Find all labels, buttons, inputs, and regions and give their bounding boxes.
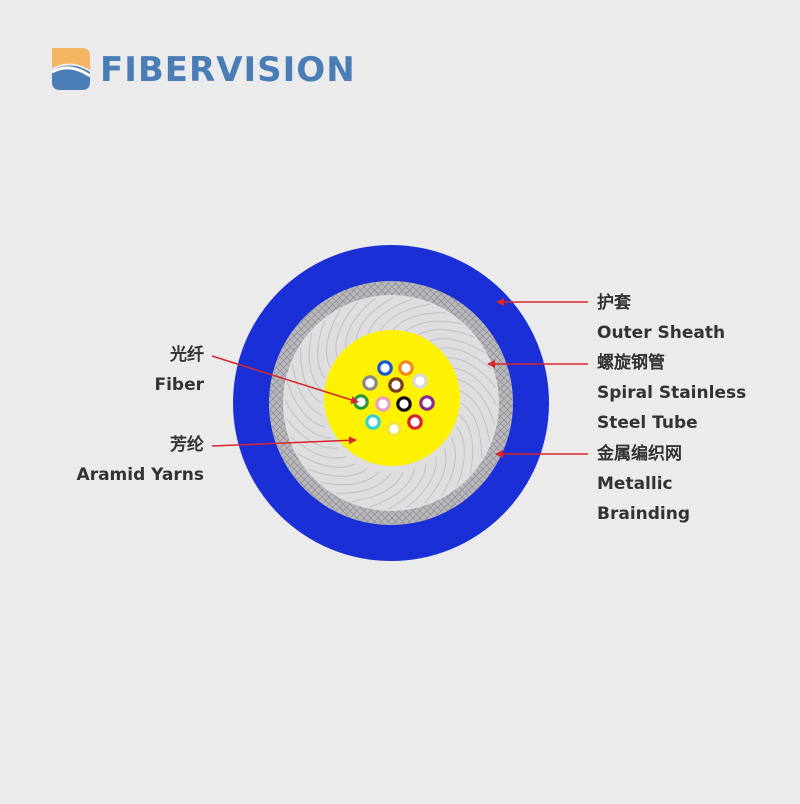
spiral-line — [317, 319, 326, 380]
optical-fiber — [365, 414, 381, 430]
spiral-line — [456, 378, 496, 425]
spiral-line — [424, 447, 447, 504]
logo-icon — [51, 48, 91, 90]
optical-fiber — [362, 375, 378, 391]
spiral-line — [402, 320, 462, 335]
spiral-line — [300, 347, 322, 404]
sheath-label-en: Outer Sheath — [597, 323, 726, 343]
spiral-line — [459, 390, 491, 442]
spiral-line — [320, 471, 380, 486]
braid-label-en-2: Brainding — [597, 504, 691, 524]
spiral-line — [441, 437, 457, 497]
spiral-line — [406, 456, 437, 509]
spiral-line — [369, 468, 416, 508]
optical-fiber — [375, 396, 391, 412]
spiral-label-en-2: Steel Tube — [597, 413, 698, 433]
spiral-line — [456, 426, 465, 487]
spiral-line — [325, 309, 341, 369]
optical-fiber — [419, 395, 435, 411]
optical-fiber — [388, 377, 404, 393]
optical-fiber — [386, 421, 402, 437]
braid-label-cn: 金属编织网 — [597, 444, 682, 464]
spiral-line — [451, 367, 498, 407]
spiral-line — [355, 296, 395, 343]
spiral-line — [290, 436, 347, 459]
fiber-label-en: Fiber — [154, 375, 204, 395]
spiral-label-en-1: Spiral Stainless — [597, 383, 747, 403]
spiral-line — [286, 381, 326, 428]
spiral-line — [307, 468, 368, 477]
aramid-label-en: Aramid Yarns — [76, 465, 204, 485]
optical-fiber — [396, 396, 412, 412]
aramid-arrow — [211, 436, 357, 447]
aramid-yarns-core — [324, 330, 460, 466]
optical-fiber — [407, 414, 423, 430]
spiral-line — [284, 399, 331, 439]
spiral-line — [345, 297, 376, 350]
sheath-label-cn: 护套 — [597, 293, 631, 313]
spiral-line — [378, 303, 430, 335]
spiral-line — [459, 414, 474, 474]
spiral-line — [414, 329, 475, 338]
aramid-label-cn: 芳纶 — [170, 435, 204, 455]
logo-wordmark: FIBERVISION — [100, 50, 356, 90]
spiral-line — [352, 471, 404, 503]
optical-fiber — [398, 360, 414, 376]
spiral-line — [444, 357, 497, 388]
fiber-arrow — [211, 355, 359, 404]
spiral-line — [308, 332, 323, 392]
fiber-bundle — [353, 360, 435, 437]
spiral-line — [435, 347, 492, 370]
optical-fiber — [412, 373, 428, 389]
spiral-line — [425, 337, 485, 353]
spiral-line — [366, 298, 413, 338]
spiral-line — [335, 472, 392, 494]
spiral-lines — [284, 296, 498, 510]
spiral-line — [390, 312, 447, 334]
spiral-line — [335, 302, 358, 359]
spiral-label-cn: 螺旋钢管 — [597, 353, 665, 373]
spiral-line — [291, 364, 323, 416]
optical-fiber — [377, 360, 393, 376]
spiral-line — [460, 402, 482, 459]
braid-label-en-1: Metallic — [597, 474, 673, 494]
spiral-line — [387, 463, 427, 510]
spiral-line — [297, 453, 357, 469]
fiber-label-cn: 光纤 — [170, 345, 204, 365]
